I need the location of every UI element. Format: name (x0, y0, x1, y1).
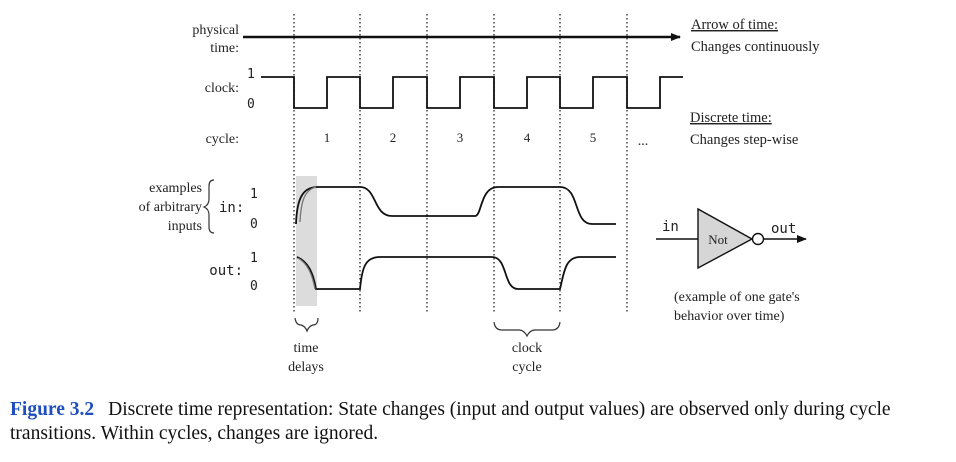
in-level-one: 1 (250, 187, 258, 202)
figure-label: Figure 3.2 (10, 399, 95, 420)
arrow-of-time-desc: Changes continuously (691, 39, 820, 55)
gate-caption-line1: (example of one gate's (674, 290, 800, 305)
out-level-zero: 0 (250, 279, 258, 294)
cycle-boundaries (293, 14, 628, 312)
cycle-number: 4 (524, 130, 531, 145)
physical-time-label-line2: time: (210, 41, 239, 56)
in-examples-brace (202, 179, 215, 234)
cycle-number: 5 (590, 130, 597, 145)
clock-waveform (261, 76, 683, 109)
clock-cycle-label-line1: clock (512, 341, 542, 356)
out-label: out: (209, 263, 243, 279)
clock-cycle-label-line2: cycle (512, 360, 542, 375)
time-delays-brace (294, 317, 319, 333)
cycle-number: 1 (324, 130, 331, 145)
cycle-number: 3 (457, 130, 464, 145)
in-label: in: (219, 200, 244, 216)
not-gate: in Not out (656, 207, 807, 270)
discrete-time-title: Discrete time: (690, 110, 772, 126)
physical-time-label-line1: physical (192, 23, 239, 38)
in-level-zero: 0 (250, 217, 258, 232)
cycle-number: 2 (390, 130, 397, 145)
in-examples-line3: inputs (168, 219, 202, 234)
gate-out-label: out (771, 221, 796, 237)
time-delays-label-line1: time (294, 341, 319, 356)
arrow-of-time-title: Arrow of time: (691, 17, 778, 33)
clock-level-zero: 0 (247, 97, 255, 112)
figure-caption-text: Discrete time representation: State chan… (10, 399, 891, 444)
clock-level-one: 1 (247, 67, 255, 82)
gate-caption-line2: behavior over time) (674, 309, 785, 324)
in-examples-line1: examples (149, 181, 202, 196)
cycle-label: cycle: (206, 132, 239, 147)
in-delay-curve (299, 186, 317, 223)
not-gate-name: Not (708, 232, 728, 247)
in-examples-line2: of arbitrary (139, 200, 202, 215)
clock-label: clock: (205, 81, 239, 96)
discrete-time-desc: Changes step-wise (690, 132, 798, 148)
out-waveform (296, 256, 616, 290)
clock-cycle-brace (493, 321, 561, 338)
not-gate-triangle (697, 207, 754, 270)
gate-in-label: in (662, 219, 679, 235)
in-waveform (295, 186, 616, 225)
out-level-one: 1 (250, 251, 258, 266)
out-delay-curve (297, 257, 316, 290)
not-gate-bubble (751, 232, 765, 246)
time-delays-label-line2: delays (288, 360, 324, 375)
cycle-ellipsis: ... (638, 134, 649, 149)
